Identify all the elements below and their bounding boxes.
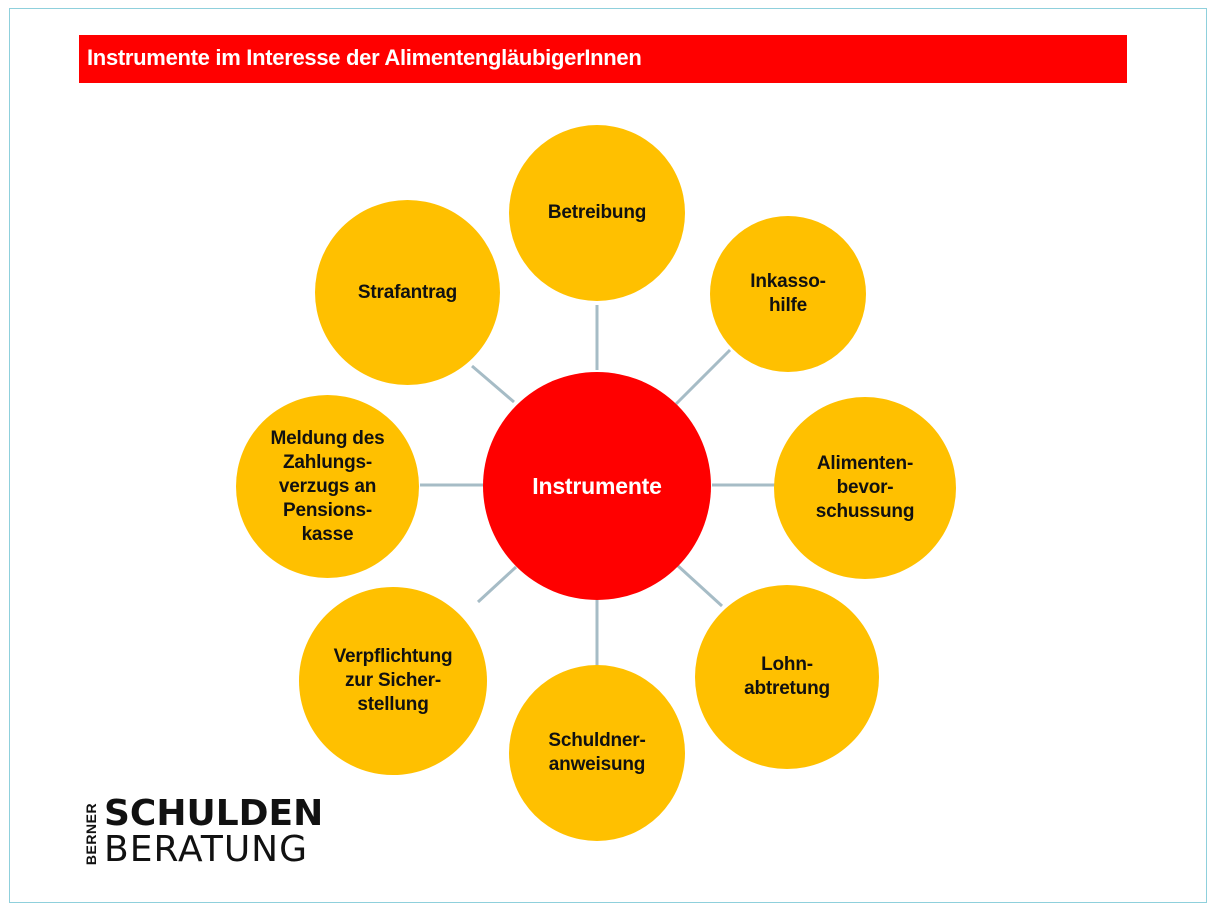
logo-word-schulden: SCHULDEN (104, 793, 324, 834)
connector-strafantrag (471, 364, 515, 404)
slide-frame (9, 8, 1207, 903)
node-inkassohilfe: Inkasso- hilfe (710, 216, 866, 372)
node-strafantrag: Strafantrag (315, 200, 500, 385)
connector-lohnabtretung (675, 563, 724, 608)
node-lohnabtretung: Lohn- abtretung (695, 585, 879, 769)
node-label-lohnabtretung: Lohn- abtretung (744, 654, 830, 699)
logo-vertical-text: BERNER (80, 803, 102, 865)
connector-verpflichtung (476, 565, 518, 604)
logo-word-berner: BERNER (83, 802, 99, 866)
center-node-instrumente: Instrumente (483, 372, 711, 600)
logo-word-beratung: BERATUNG (104, 829, 308, 870)
center-label: Instrumente (532, 472, 662, 499)
node-meldung: Meldung des Zahlungs- verzugs an Pension… (236, 395, 419, 578)
node-label-alimentenbevorschussung: Alimenten- bevor- schussung (815, 453, 915, 522)
node-label-strafantrag: Strafantrag (357, 281, 458, 303)
node-label-verpflichtung: Verpflichtung zur Sicher- stellung (333, 646, 453, 715)
node-schuldneranweisung: Schuldner- anweisung (509, 665, 685, 841)
slide-title: Instrumente im Interesse der Alimentengl… (87, 45, 642, 70)
node-label-schuldneranweisung: Schuldner- anweisung (548, 730, 646, 775)
node-label-meldung: Meldung des Zahlungs- verzugs an Pension… (270, 427, 385, 545)
title-bar: Instrumente im Interesse der Alimentengl… (79, 35, 1127, 83)
node-betreibung: Betreibung (509, 125, 685, 301)
node-label-betreibung: Betreibung (547, 202, 647, 223)
node-alimentenbevorschussung: Alimenten- bevor- schussung (774, 397, 956, 579)
berner-schuldenberatung-logo: BERNER SCHULDEN BERATUNG (83, 793, 336, 875)
node-label-inkassohilfe: Inkasso- hilfe (750, 271, 826, 316)
node-verpflichtung: Verpflichtung zur Sicher- stellung (299, 587, 487, 775)
connector-inkassohilfe (674, 348, 732, 406)
